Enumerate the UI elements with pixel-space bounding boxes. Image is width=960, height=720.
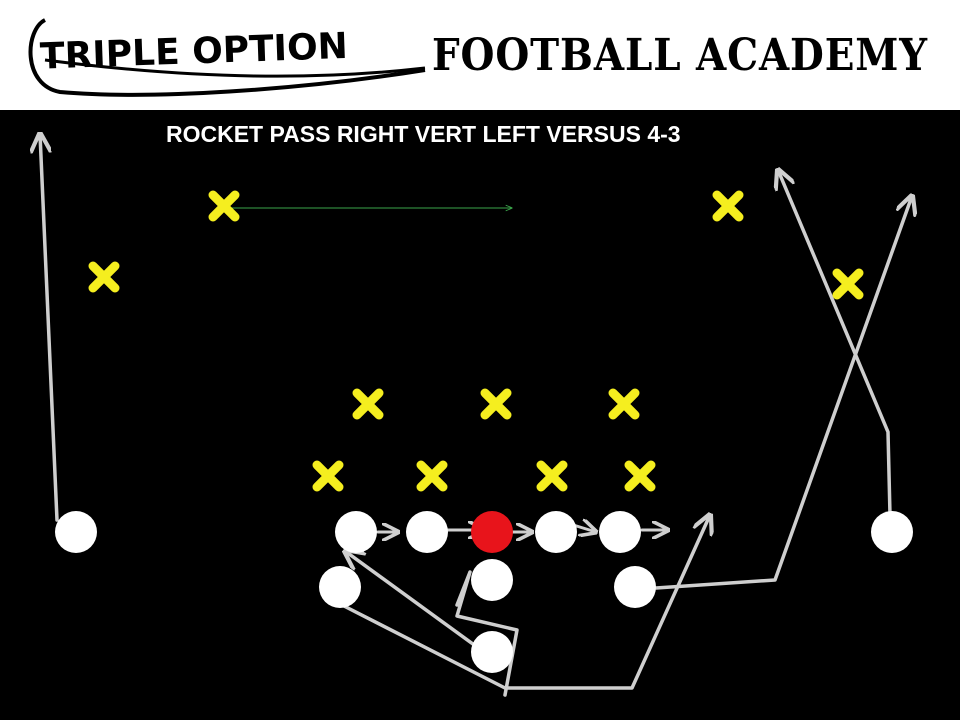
academy-logo: TRIPLE OPTION FOOTBALL ACADEMY — [28, 18, 928, 97]
defender-safety-right — [832, 268, 864, 300]
defender-safety-left — [88, 261, 120, 293]
offense-right-guard — [535, 511, 577, 553]
offense-left-tackle — [335, 511, 377, 553]
logo-text-triple-option: TRIPLE OPTION — [39, 26, 348, 78]
offense-fullback — [471, 631, 513, 673]
route-quarterback-drop — [455, 570, 519, 697]
defender-end-right — [624, 460, 656, 492]
route-tight-end-block — [345, 551, 490, 657]
header-banner — [0, 0, 960, 110]
logo-underline — [44, 58, 426, 78]
defender-linebacker-left — [352, 388, 384, 420]
route-slot-right — [778, 170, 892, 517]
defender-corner-left — [208, 190, 240, 222]
route-vert-left — [40, 134, 59, 522]
logo-swoosh — [28, 18, 426, 97]
offense-center — [471, 511, 513, 553]
logo-text-football-academy: FOOTBALL ACADEMY — [432, 30, 928, 81]
defender-tackle-right — [536, 460, 568, 492]
defender-corner-right — [712, 190, 744, 222]
route-wing-right — [654, 196, 912, 590]
offense-tight-end — [319, 566, 361, 608]
route-back-swing — [340, 515, 710, 690]
play-title: ROCKET PASS RIGHT VERT LEFT VERSUS 4-3 — [166, 121, 681, 147]
offense-wing-right — [614, 566, 656, 608]
play-field — [0, 110, 960, 720]
offense-left-guard — [406, 511, 448, 553]
defender-linebacker-right — [608, 388, 640, 420]
offense-quarterback — [471, 559, 513, 601]
defender-tackle-left — [416, 460, 448, 492]
defender-end-left — [312, 460, 344, 492]
offense-right-tackle — [599, 511, 641, 553]
offense-slot-right — [871, 511, 913, 553]
defender-linebacker-middle — [480, 388, 512, 420]
offense-wide-receiver-left — [55, 511, 97, 553]
